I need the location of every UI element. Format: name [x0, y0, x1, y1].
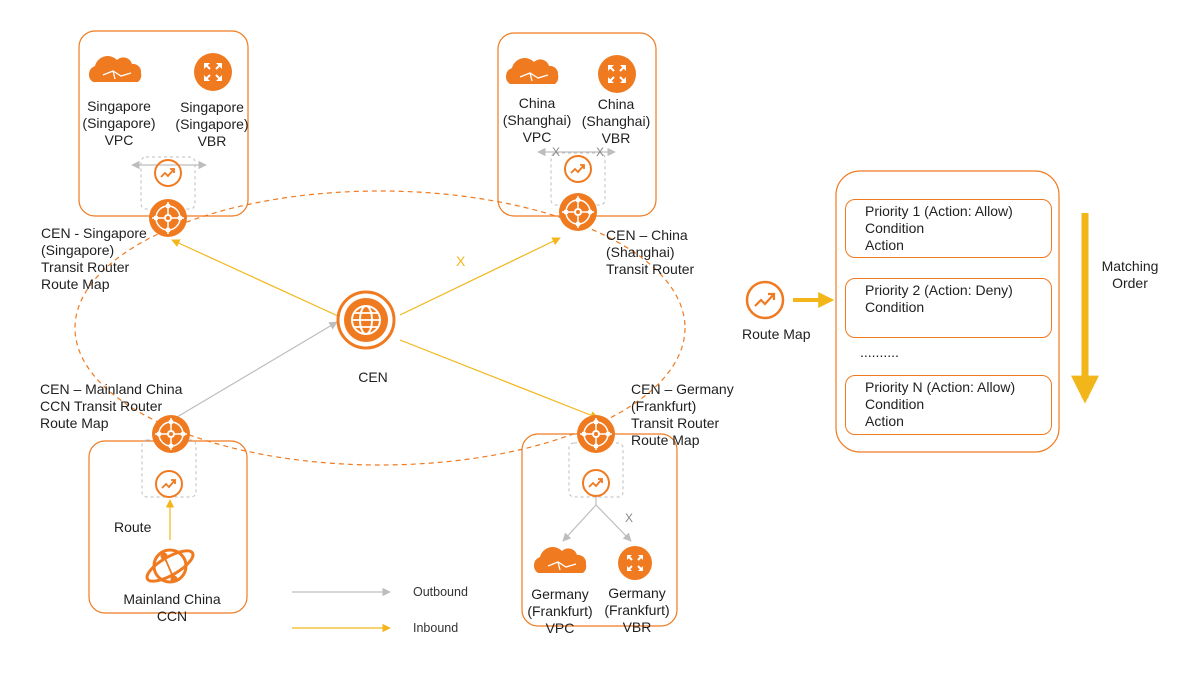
blocked-x-mark: X — [552, 145, 561, 159]
transit-router-icon — [149, 199, 187, 237]
globe-icon — [336, 290, 396, 350]
priority-ellipsis: .......... — [860, 344, 899, 360]
route-map-icon — [564, 155, 592, 183]
china-vpc-label: China(Shanghai)VPC — [502, 95, 572, 145]
gold-arrow-cen-to-singapore — [171, 239, 339, 317]
legend-outbound-label: Outbound — [413, 585, 468, 599]
singapore-vbr-label: Singapore(Singapore)VBR — [175, 99, 249, 149]
route-map-icon — [155, 470, 183, 498]
priority-title: Priority 1 (Action: Allow) — [865, 203, 1013, 219]
priority-line: Action — [865, 237, 904, 253]
germany-branch-vpc — [562, 504, 597, 542]
blocked-x-mark: X — [625, 511, 634, 525]
germany-vbr-label: Germany(Frankfurt)VBR — [604, 585, 670, 635]
germany-branch-vbr — [595, 504, 632, 542]
vbr-icon — [618, 546, 652, 580]
mainland-region-box — [88, 440, 248, 614]
blocked-x-mark: X — [456, 253, 466, 269]
vbr-icon — [598, 55, 636, 93]
gray-arrow-mainland-to-cen — [171, 321, 338, 421]
singapore-routemap-frame — [140, 156, 196, 210]
priority-title: Priority N (Action: Allow) — [865, 379, 1016, 395]
priority-line: Action — [865, 413, 904, 429]
route-map-icon — [154, 159, 182, 187]
ccn-satellite-icon — [145, 548, 195, 584]
vbr-icon — [194, 53, 232, 91]
transit-router-icon — [577, 415, 615, 453]
cloud-icon — [88, 56, 142, 82]
singapore-vpc-label: Singapore(Singapore)VPC — [82, 98, 156, 148]
legend-inbound-label: Inbound — [413, 621, 459, 635]
china-routemap-frame — [550, 152, 606, 206]
route-label: Route — [114, 519, 152, 535]
priority-box: Priority 1 (Action: Allow) Condition Act… — [845, 199, 1052, 258]
priority-title: Priority 2 (Action: Deny) — [865, 282, 1013, 298]
priority-panel — [835, 170, 1060, 453]
germany-vpc-label: Germany(Frankfurt)VPC — [527, 586, 593, 636]
singapore-transit-router-label: CEN - Singapore(Singapore)Transit Router… — [41, 225, 147, 292]
germany-routemap-frame — [568, 442, 624, 498]
priority-line: Condition — [865, 220, 925, 236]
route-map-icon — [745, 280, 785, 320]
china-transit-router-label: CEN – China(Shanghai)Transit Router — [606, 227, 695, 277]
route-map-label: Route Map — [742, 326, 811, 342]
gold-arrow-cen-to-germany — [399, 339, 599, 420]
china-vbr-label: China(Shanghai)VBR — [581, 96, 651, 146]
priority-line: Condition — [865, 299, 925, 315]
route-map-icon — [582, 469, 610, 497]
priority-box: Priority 2 (Action: Deny) Condition — [845, 278, 1052, 338]
gold-arrow-cen-to-china — [399, 237, 561, 316]
priority-line: Condition — [865, 396, 925, 412]
blocked-x-mark: X — [596, 145, 605, 159]
cen-label: CEN — [358, 369, 388, 385]
cloud-icon — [505, 58, 559, 84]
transit-router-icon — [152, 415, 190, 453]
cen-ring — [74, 190, 686, 466]
cloud-icon — [533, 547, 587, 573]
transit-router-icon — [559, 193, 597, 231]
priority-box: Priority N (Action: Allow) Condition Act… — [845, 375, 1052, 435]
